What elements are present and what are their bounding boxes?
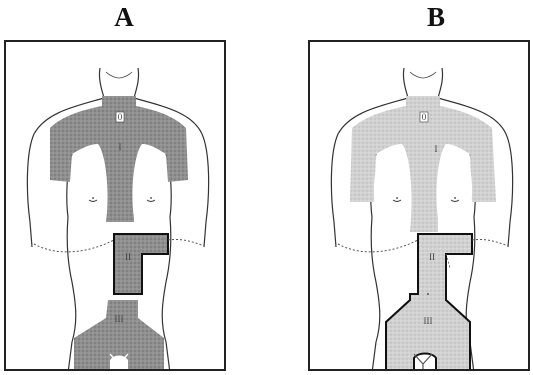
body-diagram-a: 0 I II III: [6, 42, 226, 371]
region-0-numeral-a: 0: [118, 112, 123, 122]
region-iii-shape-a: [74, 300, 164, 371]
panel-b-body-diagram: 0 I II III: [308, 40, 530, 371]
panel-a-label: A: [104, 2, 144, 33]
region-ii-numeral-a: II: [125, 252, 131, 262]
region-ii-shape-a: [114, 234, 168, 294]
panel-a-body-diagram: 0 I II III: [4, 40, 226, 371]
region-iii-numeral-b: III: [424, 316, 433, 326]
panel-b-label: B: [416, 2, 456, 33]
body-diagram-b: 0 I II III: [310, 42, 530, 371]
region-i-numeral-b: I: [435, 144, 438, 154]
region-ii-numeral-b: II: [429, 252, 435, 262]
region-i-numeral-a: I: [119, 142, 122, 152]
region-iii-numeral-a: III: [115, 314, 124, 324]
region-0-numeral-b: 0: [422, 112, 427, 122]
